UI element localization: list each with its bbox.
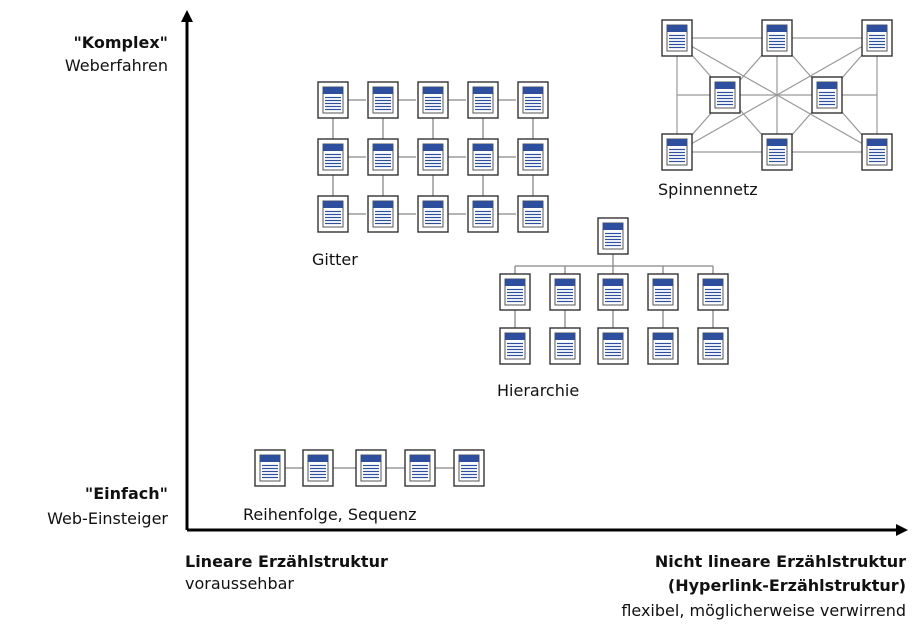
axes	[181, 10, 908, 536]
page-icon	[317, 138, 349, 176]
page-icon	[317, 81, 349, 119]
page-icon	[499, 273, 531, 311]
page-icon	[517, 195, 549, 233]
page-icon	[317, 195, 349, 233]
page-icon	[697, 327, 729, 365]
page-icon	[597, 217, 629, 255]
page-icon	[597, 327, 629, 365]
page-icon	[499, 327, 531, 365]
page-icon	[367, 81, 399, 119]
page-icon	[549, 327, 581, 365]
grid-structure	[332, 99, 534, 215]
page-icon	[453, 449, 485, 487]
x-axis-left-subtitle: voraussehbar	[185, 574, 294, 593]
page-icon	[811, 76, 843, 114]
page-icon	[517, 81, 549, 119]
page-icon	[467, 81, 499, 119]
grid-label: Gitter	[312, 250, 358, 269]
page-icon	[517, 138, 549, 176]
page-icon	[367, 138, 399, 176]
y-axis-bottom-subtitle: Web-Einsteiger	[47, 509, 168, 528]
page-icon	[597, 273, 629, 311]
page-icon	[647, 273, 679, 311]
page-icon	[355, 449, 387, 487]
sequence-label: Reihenfolge, Sequenz	[243, 505, 417, 524]
page-icon	[861, 133, 893, 171]
page-icon	[761, 133, 793, 171]
hierarchy-structure	[514, 254, 714, 328]
page-icon	[254, 449, 286, 487]
page-icon	[467, 138, 499, 176]
page-icon	[302, 449, 334, 487]
page-icon	[661, 19, 693, 57]
hierarchy-pages	[499, 217, 729, 365]
web-label: Spinnennetz	[658, 180, 758, 199]
y-axis-top-subtitle: Weberfahren	[64, 56, 168, 75]
y-axis-top-title: "Komplex"	[73, 33, 168, 52]
x-axis-left-title: Lineare Erzählstruktur	[185, 552, 388, 571]
page-icon	[861, 19, 893, 57]
hierarchy-label: Hierarchie	[497, 381, 580, 400]
page-icon	[709, 76, 741, 114]
x-axis-arrow	[896, 524, 908, 536]
x-axis-right-title-line2: (Hyperlink-Erzählstruktur)	[667, 576, 906, 595]
page-icon	[647, 327, 679, 365]
page-icon	[761, 19, 793, 57]
y-axis-arrow	[181, 10, 193, 22]
y-axis-bottom-title: "Einfach"	[84, 484, 168, 503]
x-axis-right-subtitle: flexibel, möglicherweise verwirrend	[621, 601, 906, 620]
page-icon	[417, 195, 449, 233]
page-icon	[661, 133, 693, 171]
x-axis-right-title-line1: Nicht lineare Erzählstruktur	[654, 552, 906, 571]
page-icon	[367, 195, 399, 233]
page-icon	[549, 273, 581, 311]
page-icon	[467, 195, 499, 233]
page-icon	[404, 449, 436, 487]
page-icon	[697, 273, 729, 311]
page-icon	[417, 138, 449, 176]
page-icon	[417, 81, 449, 119]
